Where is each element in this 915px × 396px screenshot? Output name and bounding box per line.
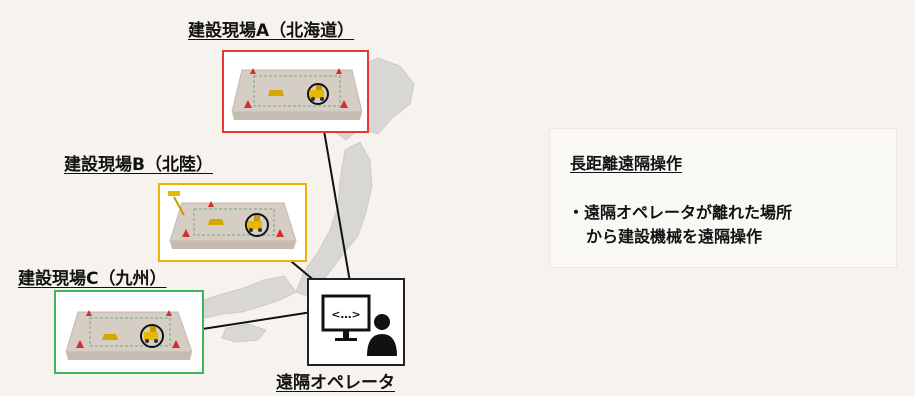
site-a-illustration: [231, 68, 363, 120]
construction-machine-icon: [310, 84, 324, 101]
info-body: ・遠隔オペレータが離れた場所 から建設機械を遠隔操作: [568, 201, 888, 249]
remote-operator-icon: <…>: [321, 294, 397, 356]
crane-icon: [168, 191, 185, 216]
info-line-1: ・遠隔オペレータが離れた場所: [568, 203, 793, 222]
construction-machine-icon: [248, 215, 262, 232]
info-line-2: から建設機械を遠隔操作: [586, 227, 763, 246]
site-b-frame: [158, 183, 307, 262]
site-c-illustration: [65, 310, 193, 360]
site-a-frame: [222, 50, 369, 133]
map-shikoku: [221, 323, 267, 343]
arrow-to-site-a: [317, 111, 351, 283]
site-a-label: 建設現場A（北海道）: [188, 21, 355, 41]
site-c-label: 建設現場C（九州）: [18, 269, 167, 289]
site-c-frame: [54, 290, 204, 374]
operator-box: <…>: [307, 278, 405, 366]
operator-label: 遠隔オペレータ: [276, 373, 395, 393]
person-icon: [367, 314, 397, 356]
construction-machine-icon: [144, 326, 158, 343]
info-title: 長距離遠隔操作: [570, 154, 683, 173]
site-b-label: 建設現場B（北陸）: [64, 155, 213, 175]
screen-code-text: <…>: [331, 308, 360, 321]
info-panel: [549, 128, 897, 268]
site-b-illustration: [168, 191, 297, 249]
